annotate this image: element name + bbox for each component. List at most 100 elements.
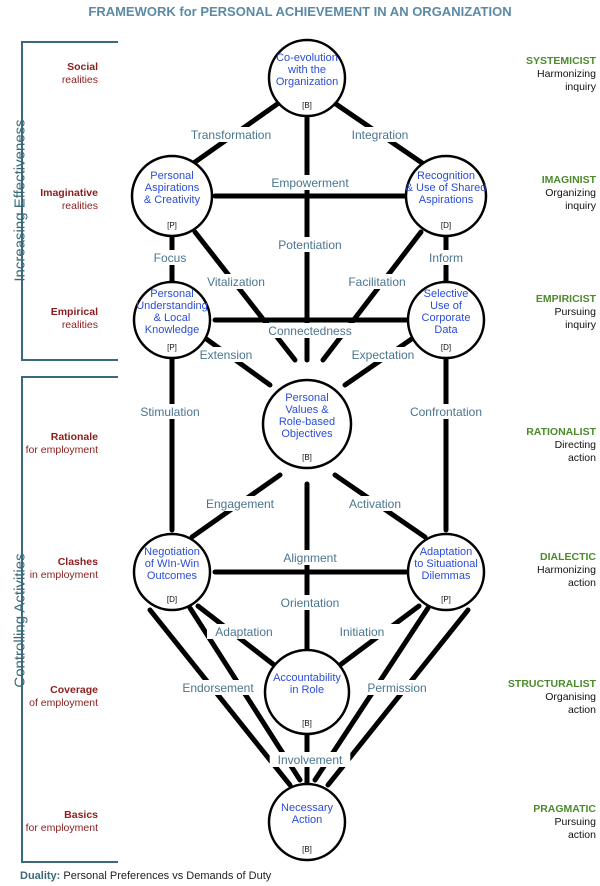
node-circle bbox=[263, 648, 351, 736]
duality-footer: Duality: Personal Preferences vs Demands… bbox=[20, 870, 271, 882]
node-text-line: Personal bbox=[150, 170, 193, 182]
node-tag: [B] bbox=[302, 453, 312, 462]
path-label-text: Facilitation bbox=[348, 275, 405, 289]
path-label-vitalization: Vitalization bbox=[192, 274, 280, 289]
path-label-text: Integration bbox=[352, 128, 409, 142]
right-label-rationalist: RATIONALIST Directing action bbox=[476, 426, 596, 465]
node-circle bbox=[406, 280, 486, 360]
node-text-line: Aspirations bbox=[419, 194, 474, 206]
path-label-text: Endorsement bbox=[182, 681, 254, 695]
path-label-text: Initiation bbox=[340, 625, 385, 639]
path-label-initiation: Initiation bbox=[325, 624, 399, 639]
node-text-line: & Creativity bbox=[144, 194, 201, 206]
node-circle bbox=[267, 782, 347, 862]
node-text-line: Recognition bbox=[417, 170, 475, 182]
path-label-involvement: Involvement bbox=[269, 752, 351, 767]
path-label-text: Orientation bbox=[281, 596, 340, 610]
right-label-line1: Pursuing bbox=[554, 816, 596, 828]
right-label-head: STRUCTURALIST bbox=[507, 678, 596, 690]
node-text-line: & Local bbox=[154, 312, 191, 324]
left-label-empirical: Empirical realities bbox=[6, 306, 98, 332]
bracket-controlling-activities bbox=[21, 376, 118, 863]
node-circle bbox=[404, 154, 488, 238]
path-label-text: Transformation bbox=[191, 128, 271, 142]
path-label-expectation: Expectation bbox=[342, 347, 424, 362]
path-label-focus: Focus bbox=[149, 250, 191, 265]
path-label-inform: Inform bbox=[422, 250, 470, 265]
node-text-line: of WIn-Win bbox=[145, 558, 199, 570]
node-text-line: Necessary bbox=[281, 802, 333, 814]
left-label-sub: realities bbox=[61, 319, 98, 331]
path-label-bg bbox=[192, 274, 280, 289]
path-label-bg bbox=[192, 347, 260, 362]
path-label-text: Involvement bbox=[278, 753, 343, 767]
right-label-line1: Directing bbox=[554, 439, 596, 451]
path-label-text: Confrontation bbox=[410, 405, 482, 419]
node-text-line: Knowledge bbox=[145, 324, 199, 336]
node-text-line: Data bbox=[434, 324, 458, 336]
node-text-line: Selective bbox=[424, 288, 469, 300]
right-label-line2: action bbox=[567, 704, 596, 716]
path-label-bg bbox=[339, 127, 421, 142]
right-label-systemicist: SYSTEMICIST Harmonizing inquiry bbox=[476, 55, 596, 94]
path-label-facilitation: Facilitation bbox=[333, 274, 421, 289]
node-text-line: in Role bbox=[290, 684, 324, 696]
path-label-bg bbox=[207, 624, 281, 639]
right-label-line2: action bbox=[567, 452, 596, 464]
path-label-bg bbox=[180, 127, 282, 142]
right-label-line2: inquiry bbox=[565, 319, 596, 331]
path-label-text: Activation bbox=[349, 497, 401, 511]
node-circle bbox=[132, 532, 212, 612]
left-label-basics: Basics for employment bbox=[6, 809, 98, 835]
left-label-strong: Coverage bbox=[50, 684, 98, 696]
duality-text: Personal Preferences vs Demands of Duty bbox=[63, 870, 272, 882]
diagram-title: FRAMEWORK for PERSONAL ACHIEVEMENT IN AN… bbox=[88, 4, 512, 19]
node-text-line: Understanding bbox=[136, 300, 208, 312]
path-label-text: Focus bbox=[154, 251, 187, 265]
path-label-activation: Activation bbox=[338, 496, 412, 511]
path-label-connectedness: Connectedness bbox=[263, 323, 357, 338]
node-text-line: Accountability bbox=[273, 672, 341, 684]
path-label-bg bbox=[342, 347, 424, 362]
node-text-line: Organization bbox=[276, 76, 338, 88]
left-label-coverage: Coverage of employment bbox=[6, 684, 98, 710]
node-text-line: Outcomes bbox=[147, 570, 198, 582]
path-label-confrontation: Confrontation bbox=[399, 404, 493, 419]
path-label-orientation: Orientation bbox=[269, 595, 351, 610]
node-text-line: Corporate bbox=[422, 312, 471, 324]
node-text-line: Objectives bbox=[281, 428, 333, 440]
node-tag: [D] bbox=[441, 221, 451, 230]
right-label-head: RATIONALIST bbox=[526, 426, 596, 438]
node-circle bbox=[130, 154, 214, 238]
path-labels: Transformation IntegrationEmpowermentPote… bbox=[129, 127, 493, 767]
right-label-line1: Harmonizing bbox=[537, 68, 596, 80]
right-label-empiricist: EMPIRICIST Pursuing inquiry bbox=[476, 293, 596, 332]
path-label-potentiation: Potentiation bbox=[266, 237, 354, 252]
node-text-line: to Situational bbox=[414, 558, 478, 570]
node-circle bbox=[261, 378, 353, 470]
node-text-line: Adaptation bbox=[420, 546, 473, 558]
right-label-line2: inquiry bbox=[565, 81, 596, 93]
left-label-sub: for employment bbox=[25, 822, 98, 834]
path-label-bg bbox=[269, 175, 351, 190]
path-label-bg bbox=[266, 237, 354, 252]
path-label-bg bbox=[129, 404, 211, 419]
path-label-adaptation: Adaptation bbox=[207, 624, 281, 639]
left-label-sub: realities bbox=[61, 74, 98, 86]
path-label-empowerment: Empowerment bbox=[269, 175, 351, 190]
duality-label: Duality: bbox=[20, 870, 61, 882]
node-tag: [P] bbox=[167, 221, 177, 230]
left-label-sub: realities bbox=[61, 200, 98, 212]
path-label-bg bbox=[203, 496, 277, 511]
node-text-line: Personal bbox=[285, 392, 328, 404]
